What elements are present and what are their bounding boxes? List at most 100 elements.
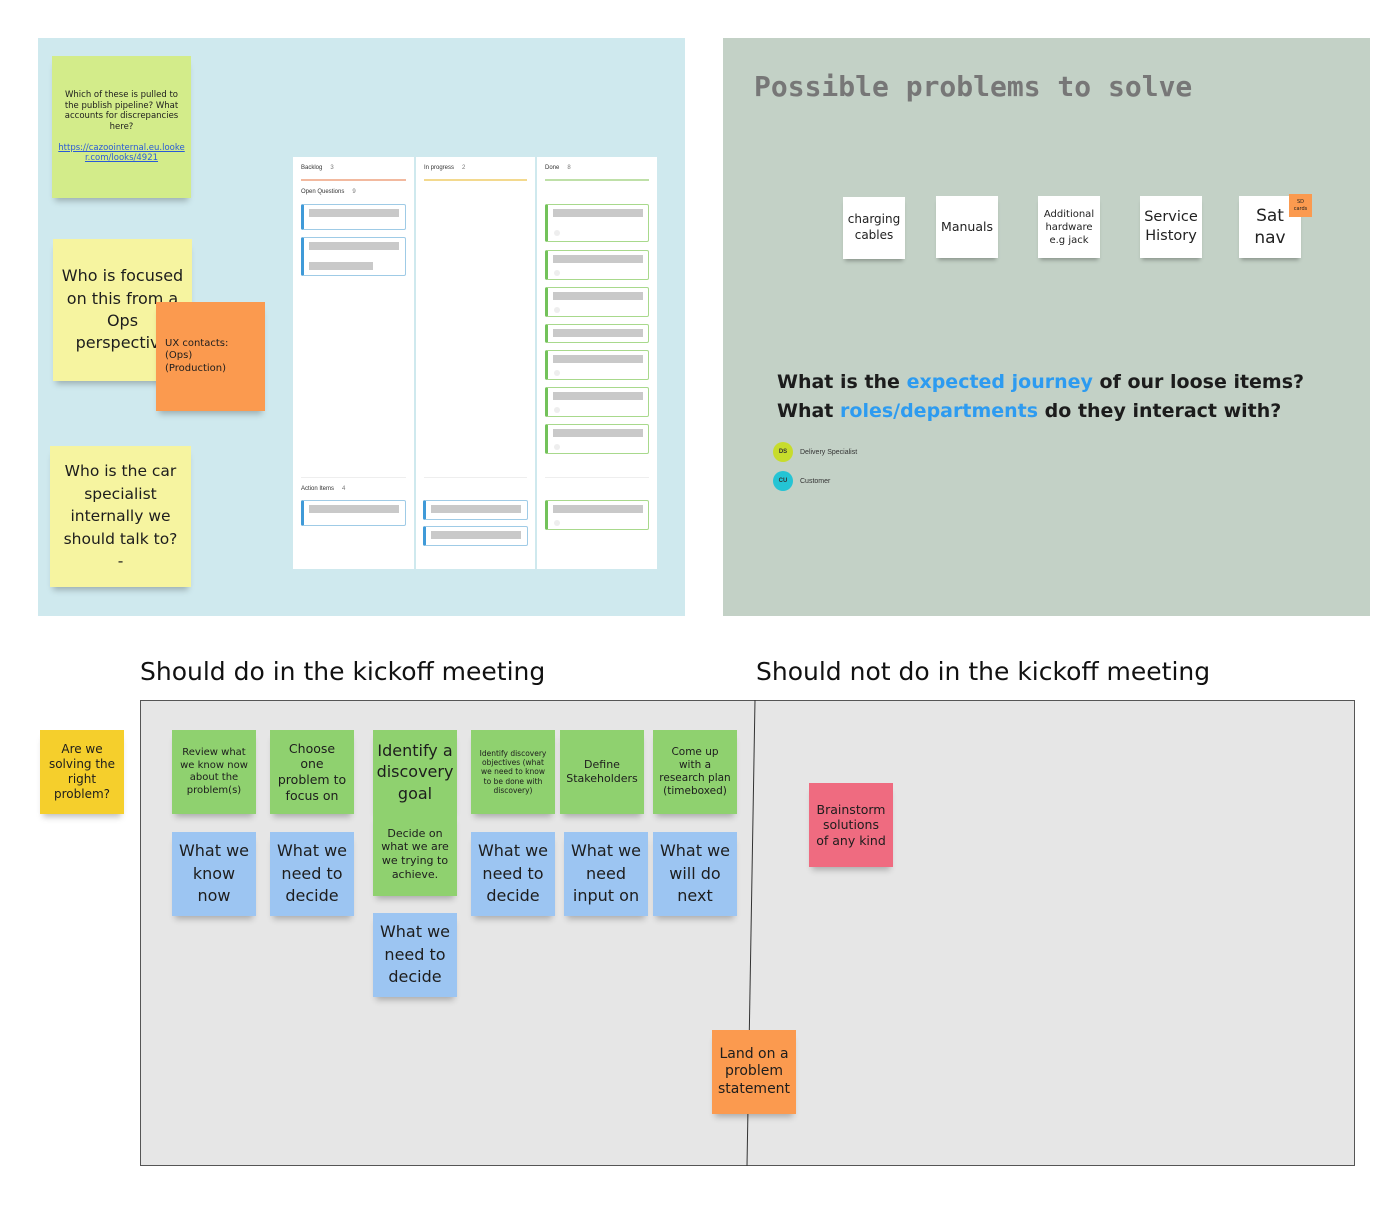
heading-should-do: Should do in the kickoff meeting <box>140 657 546 686</box>
kanban-card[interactable] <box>301 500 406 526</box>
heading-should-not-do: Should not do in the kickoff meeting <box>756 657 1211 686</box>
ux-line-1: UX contacts: <box>165 337 229 349</box>
kanban-card[interactable] <box>301 204 406 230</box>
sticky-need-to-decide-3[interactable]: What we need to decide <box>471 832 555 916</box>
sticky-car-specialist[interactable]: Who is the car specialist internally we … <box>50 446 191 587</box>
sticky-choose-problem[interactable]: Choose one problem to focus on <box>270 730 354 814</box>
kanban-card[interactable] <box>545 500 649 530</box>
sticky-text: Identify discovery objectives (what we n… <box>479 748 547 796</box>
sticky-sd-cards[interactable]: SD cards <box>1289 194 1312 217</box>
kanban-column-in-progress: In progress 2 <box>416 157 535 569</box>
sticky-decide-achieve[interactable]: Decide on what we are we trying to achie… <box>373 812 457 896</box>
sticky-text: Are we solving the right problem? <box>48 742 116 801</box>
badge-cu: CU <box>773 471 793 491</box>
problems-title: Possible problems to solve <box>754 70 1193 103</box>
sticky-text: Choose one problem to focus on <box>277 740 347 803</box>
q1-part: What is the <box>777 371 907 393</box>
kanban-card[interactable] <box>423 526 528 546</box>
q2-part: What <box>777 400 841 422</box>
kanban-card[interactable] <box>545 250 649 280</box>
column-count: 2 <box>462 165 466 171</box>
badge-ds: DS <box>773 442 793 462</box>
card-text: Manuals <box>941 218 993 234</box>
kanban-card[interactable] <box>545 204 649 242</box>
sticky-do-next[interactable]: What we will do next <box>653 832 737 916</box>
sticky-need-to-decide-2[interactable]: What we need to decide <box>373 913 457 997</box>
ux-line-3: (Production) <box>165 362 227 374</box>
sticky-car-text: Who is the car specialist internally we … <box>63 462 178 548</box>
sticky-ux-contacts[interactable]: UX contacts: (Ops) (Production) <box>156 302 265 411</box>
card-text: Sat nav <box>1254 205 1286 248</box>
sticky-need-input[interactable]: What we need input on <box>564 832 648 916</box>
sticky-text: Define Stakeholders <box>566 758 638 785</box>
sticky-publish-text: Which of these is pulled to the publish … <box>64 90 179 132</box>
sticky-text: What we need to decide <box>276 841 348 906</box>
kanban-card[interactable] <box>301 237 406 276</box>
sticky-define-stakeholders[interactable]: Define Stakeholders <box>560 730 644 814</box>
badge-text: CU <box>778 478 788 484</box>
kanban-card[interactable] <box>545 424 649 454</box>
lane-count: 4 <box>342 486 346 492</box>
sticky-text: Identify a discovery goal <box>376 740 454 803</box>
kanban-header-in-progress: In progress 2 <box>424 165 465 171</box>
q1-part: of our loose items? <box>1092 371 1305 393</box>
sticky-text: Brainstorm solutions of any kind <box>816 801 886 848</box>
sticky-text: Decide on what we are we trying to achie… <box>381 826 449 881</box>
card-text: Service History <box>1144 209 1198 244</box>
card-text: charging cables <box>847 212 901 242</box>
sticky-text: Land on a problem statement <box>717 1045 791 1097</box>
sticky-need-to-decide-1[interactable]: What we need to decide <box>270 832 354 916</box>
sticky-text: What we will do next <box>659 841 731 906</box>
sticky-text: What we know now <box>178 841 250 906</box>
kanban-rule <box>301 179 406 181</box>
sticky-discovery-objectives[interactable]: Identify discovery objectives (what we n… <box>471 730 555 814</box>
q2-highlight: roles/departments <box>840 400 1039 422</box>
sticky-text: What we need input on <box>570 841 642 906</box>
kanban-rule <box>545 179 649 181</box>
column-count: 8 <box>567 165 571 171</box>
lane-action-items: Action Items 4 <box>301 486 345 492</box>
lane-title: Open Questions <box>301 189 345 195</box>
column-count: 3 <box>330 165 334 171</box>
card-manuals[interactable]: Manuals <box>936 196 998 258</box>
sticky-problem-statement[interactable]: Land on a problem statement <box>712 1030 796 1114</box>
sticky-publish-link[interactable]: https://cazoointernal.eu.looker.com/look… <box>58 142 185 164</box>
sticky-publish-question[interactable]: Which of these is pulled to the publish … <box>52 56 191 198</box>
q1-highlight: expected journey <box>906 371 1093 393</box>
kanban-card[interactable] <box>545 324 649 343</box>
column-title: Backlog <box>301 165 323 171</box>
kanban-column-backlog: Backlog 3 Open Questions 9 Action Items 4 <box>293 157 414 569</box>
card-additional-hardware[interactable]: Additional hardware e.g jack <box>1038 196 1100 258</box>
sticky-what-we-know[interactable]: What we know now <box>172 832 256 916</box>
sticky-research-plan[interactable]: Come up with a research plan (timeboxed) <box>653 730 737 814</box>
kanban-card[interactable] <box>423 500 528 520</box>
column-title: In progress <box>424 165 455 171</box>
q2-part: do they interact with? <box>1038 400 1282 422</box>
top-right-frame <box>723 38 1370 616</box>
card-service-history[interactable]: Service History <box>1140 196 1202 258</box>
sticky-review-known[interactable]: Review what we know now about the proble… <box>172 730 256 814</box>
kanban-card[interactable] <box>545 350 649 380</box>
legend-label: Customer <box>800 477 831 485</box>
sticky-text: What we need to decide <box>379 922 451 987</box>
sticky-text: Review what we know now about the proble… <box>180 747 248 796</box>
question-line-2: What roles/departments do they interact … <box>777 397 1304 426</box>
kanban-card[interactable] <box>545 387 649 417</box>
card-charging-cables[interactable]: charging cables <box>843 197 905 259</box>
sticky-discovery-goal[interactable]: Identify a discovery goal <box>373 730 457 814</box>
question-line-1: What is the expected journey of our loos… <box>777 368 1304 397</box>
sticky-right-problem[interactable]: Are we solving the right problem? <box>40 730 124 814</box>
legend-customer: CU Customer <box>773 471 830 491</box>
sticky-brainstorm[interactable]: Brainstorm solutions of any kind <box>809 783 893 867</box>
badge-text: DS <box>778 449 788 455</box>
sticky-text: What we need to decide <box>477 841 549 906</box>
lane-title: Action Items <box>301 486 335 492</box>
journey-question: What is the expected journey of our loos… <box>777 368 1304 426</box>
card-text: Additional hardware e.g jack <box>1043 208 1095 246</box>
kanban-rule <box>424 179 527 181</box>
lane-open-questions: Open Questions 9 <box>301 189 356 195</box>
kanban-card[interactable] <box>545 287 649 317</box>
lane-count: 9 <box>352 189 356 195</box>
